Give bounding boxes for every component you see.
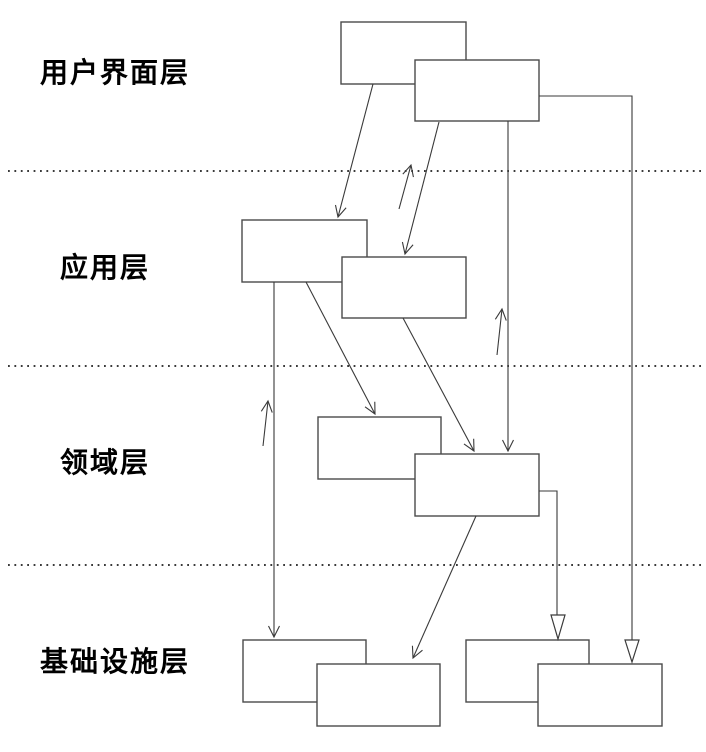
layer-label-domain: 领域层 bbox=[60, 446, 150, 479]
layer-label-application: 应用层 bbox=[60, 251, 150, 284]
layer-labels: 用户界面层 应用层 领域层 基础设施层 bbox=[40, 56, 190, 678]
layer-label-ui: 用户界面层 bbox=[40, 56, 190, 89]
arrow-domain2-to-infrastructure3 bbox=[539, 490, 566, 642]
hollow-triangle-arrowhead-icon bbox=[550, 614, 566, 642]
arrow-ui2-to-infrastructure4-line bbox=[539, 95, 633, 640]
arrow-domain2-to-infrastructure2 bbox=[411, 515, 477, 660]
box-infrastructure-2 bbox=[316, 663, 441, 727]
hollow-triangle-arrowhead-icon bbox=[624, 639, 640, 664]
arrow-ui1-to-application1 bbox=[334, 83, 374, 219]
diagram-boxes bbox=[241, 21, 663, 727]
arrow-domain-up-to-ui bbox=[494, 307, 507, 356]
diagram-arrows bbox=[260, 83, 640, 664]
arrow-application-up-to-ui bbox=[398, 163, 414, 210]
layer-label-infrastructure: 基础设施层 bbox=[40, 645, 190, 678]
layer-separators bbox=[8, 170, 705, 566]
box-infrastructure-4 bbox=[537, 663, 663, 727]
arrow-ui2-to-infrastructure4 bbox=[539, 95, 640, 664]
box-domain-2 bbox=[414, 453, 540, 517]
box-ui-2 bbox=[414, 59, 540, 122]
arrow-domain2-to-infrastructure3-line bbox=[539, 490, 558, 615]
box-application-2 bbox=[341, 256, 467, 319]
arrow-infrastructure-up-to-application bbox=[260, 399, 273, 447]
arrow-application1-to-domain1 bbox=[305, 281, 376, 416]
arrow-ui2-to-application2 bbox=[401, 121, 440, 256]
arrow-application2-to-domain2 bbox=[402, 317, 475, 453]
